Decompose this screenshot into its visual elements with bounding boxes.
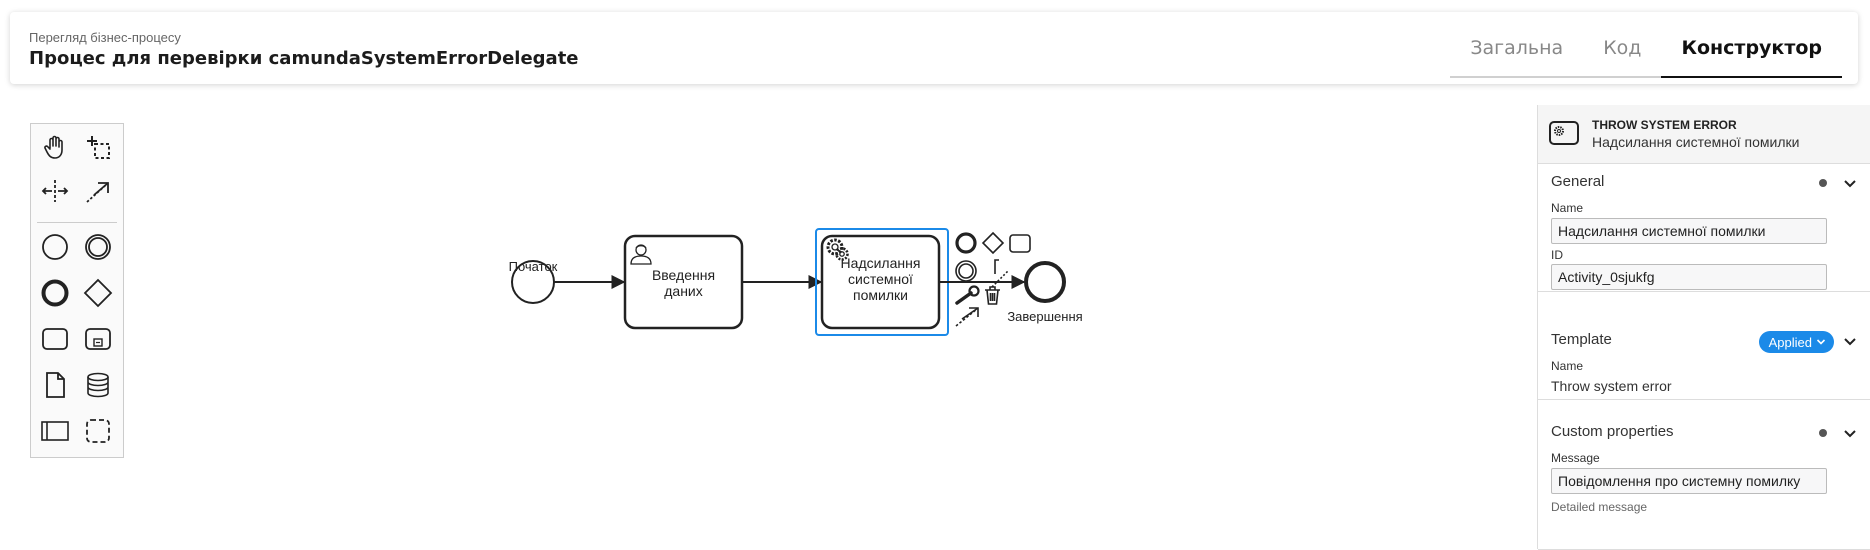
name-input[interactable] [1551,218,1827,244]
gear-icon [826,238,849,261]
message-label: Message [1551,451,1600,465]
tab-constructor[interactable]: Конструктор [1661,20,1842,78]
chevron-down-icon[interactable] [1841,333,1859,351]
subprocess-icon[interactable] [81,322,115,356]
global-connect-icon[interactable] [81,174,115,208]
general-status-dot [1819,179,1827,187]
intermediate-event-icon[interactable] [81,230,115,264]
id-input[interactable] [1551,264,1827,290]
append-gateway-icon[interactable] [981,231,1005,255]
process-header: Перегляд бізнес-процесу Процес для перев… [10,12,1858,84]
lasso-tool-icon[interactable] [81,130,115,164]
append-text-annotation-icon[interactable] [991,259,1009,288]
chevron-down-icon [1816,339,1826,345]
template-section-title[interactable]: Template [1551,331,1612,348]
template-name-label: Name [1551,359,1584,373]
custom-properties-section: Custom properties Message Detailed messa… [1538,413,1870,550]
view-tabs: Загальна Код Конструктор [1450,20,1842,78]
append-task-icon[interactable] [1009,234,1031,253]
template-section: Template Applied Name Throw system error [1538,321,1870,400]
custom-status-dot [1819,429,1827,437]
general-section: General Name ID [1538,163,1870,292]
context-pad [955,231,1031,327]
message-input[interactable] [1551,468,1827,494]
start-event-label: Початок [508,259,558,274]
properties-header: THROW SYSTEM ERROR Надсилання системної … [1538,105,1870,164]
data-object-icon[interactable] [38,368,72,402]
element-type: THROW SYSTEM ERROR [1592,118,1737,132]
palette-separator [37,222,117,223]
service-task-icon [1549,121,1579,145]
chevron-down-icon[interactable] [1841,175,1859,193]
name-label: Name [1551,201,1584,215]
general-section-title[interactable]: General [1551,173,1605,190]
change-type-wrench-icon[interactable] [955,285,980,305]
end-event[interactable] [1024,261,1066,303]
element-name: Надсилання системної помилки [1592,134,1800,150]
user-icon [630,244,652,265]
append-end-event-icon[interactable] [955,232,977,254]
pool-icon[interactable] [38,414,72,448]
tab-code[interactable]: Код [1603,37,1642,59]
chevron-down-icon[interactable] [1841,425,1859,443]
id-label: ID [1551,248,1563,262]
gateway-icon[interactable] [81,276,115,310]
end-event-label: Завершення [1007,309,1083,324]
hand-tool-icon[interactable] [38,130,72,164]
page-subtitle: Перегляд бізнес-процесу [29,30,181,45]
custom-section-title[interactable]: Custom properties [1551,423,1674,440]
template-name-value: Throw system error [1551,378,1672,394]
tab-general[interactable]: Загальна [1470,37,1564,59]
task-icon[interactable] [38,322,72,356]
template-applied-badge[interactable]: Applied [1758,331,1834,353]
space-tool-icon[interactable] [38,174,72,208]
group-icon[interactable] [81,414,115,448]
message-hint: Detailed message [1551,500,1648,514]
page-title: Процес для перевірки camundaSystemErrorD… [29,48,579,69]
properties-panel: THROW SYSTEM ERROR Надсилання системної … [1537,105,1870,550]
connect-arrow-icon[interactable] [955,307,979,327]
delete-trash-icon[interactable] [985,286,1000,305]
append-intermediate-event-icon[interactable] [955,260,977,282]
modeler-palette [30,123,124,458]
data-store-icon[interactable] [81,368,115,402]
end-event-icon[interactable] [38,276,72,310]
start-event-icon[interactable] [38,230,72,264]
